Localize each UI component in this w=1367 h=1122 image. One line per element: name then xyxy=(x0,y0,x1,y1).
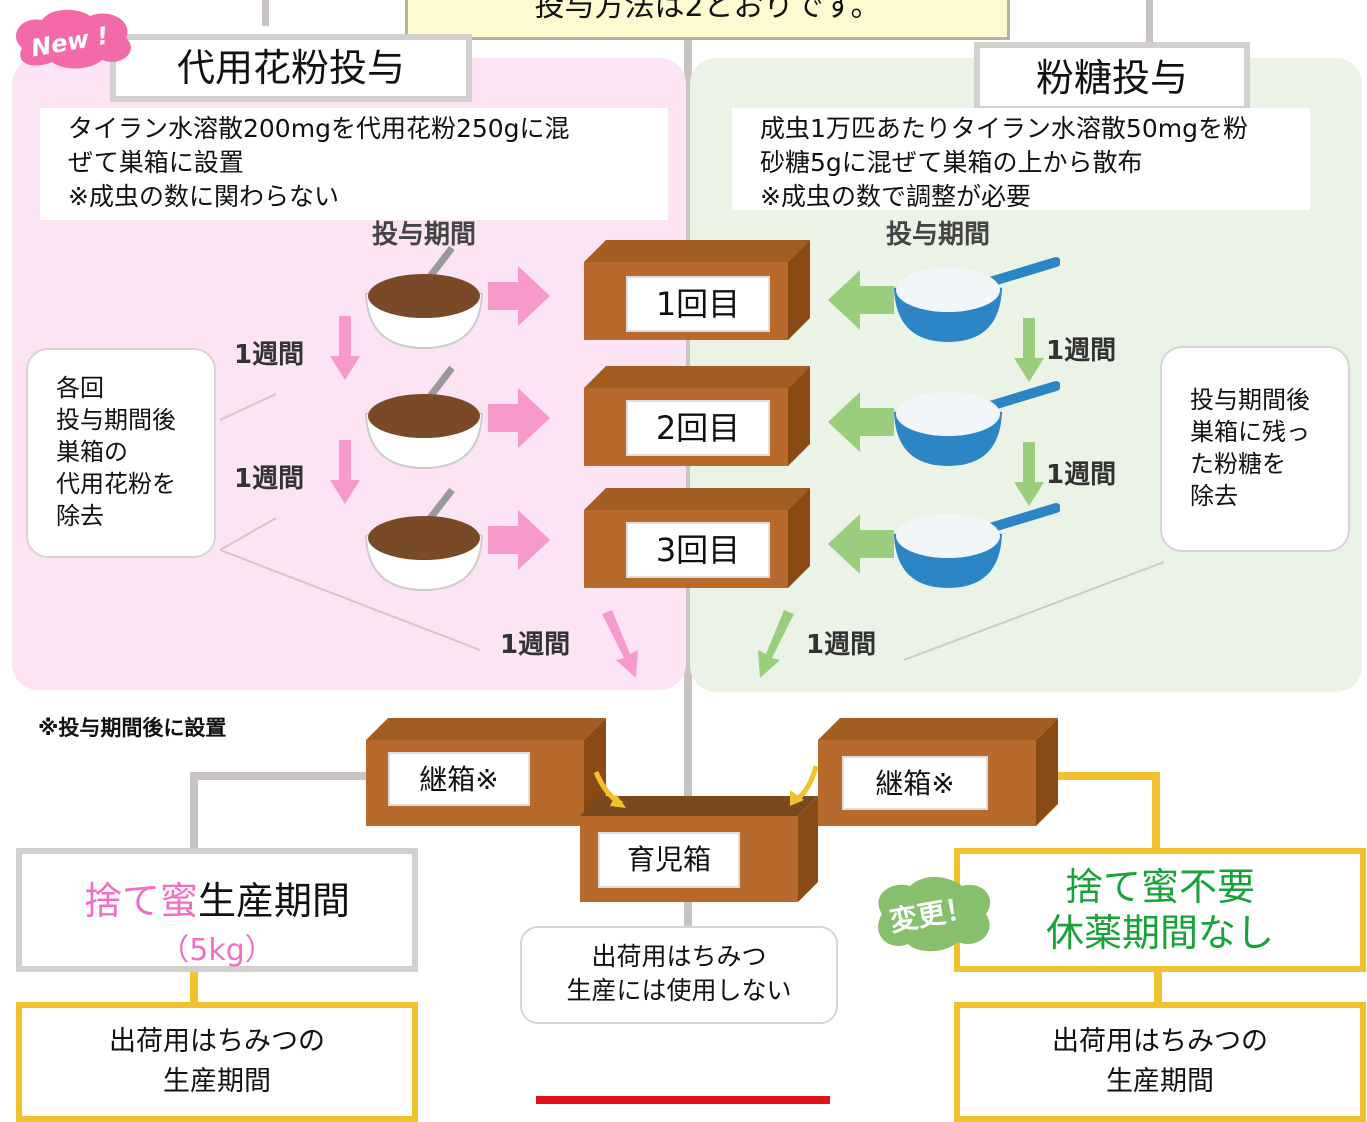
left-week-label: 1週間 xyxy=(500,630,571,660)
footnote: ※投与期間後に設置 xyxy=(38,716,227,740)
pink-arrow-diagonal-icon xyxy=(602,610,638,678)
yellow-arrow-icon xyxy=(790,765,819,806)
right-side-note: 投与期間後 巣箱に残っ た粉糖を 除去 xyxy=(1160,346,1350,552)
left-week-label: 1週間 xyxy=(234,464,305,494)
hive-label-1: 1回目 xyxy=(626,276,770,332)
right-week-label: 1週間 xyxy=(1046,460,1117,490)
pink-arrow-right-icon xyxy=(488,266,550,326)
right-description-line: 砂糖5gに混ぜて巣箱の上から散布 xyxy=(760,148,1143,177)
center-connector-line xyxy=(684,40,692,930)
left-period-label: 投与期間 xyxy=(372,220,477,250)
green-arrow-left-icon xyxy=(828,270,894,330)
left-honey-period-line: 生産期間 xyxy=(163,1066,271,1097)
pollen-bowl-icon xyxy=(364,365,484,470)
connector-line xyxy=(190,772,386,866)
left-honey-period-line: 出荷用はちみつの xyxy=(109,1026,325,1057)
no-withdrawal-line: 捨て蜜不要 xyxy=(1064,865,1255,909)
discard-honey-amount: （5kg） xyxy=(159,933,275,968)
right-description: 成虫1万匹あたりタイラン水溶散50mgを粉 砂糖5gに混ぜて巣箱の上から散布 ※… xyxy=(732,108,1310,211)
connector-line xyxy=(1146,0,1153,42)
left-description-line: ※成虫の数に関わらない xyxy=(68,182,339,211)
right-side-note-line: た粉糖を xyxy=(1190,450,1286,478)
pink-arrow-down-icon xyxy=(330,440,360,504)
left-side-note: 各回 投与期間後 巣箱の 代用花粉を 除去 xyxy=(26,348,216,558)
no-withdrawal-line: 休薬期間なし xyxy=(1045,911,1274,955)
brood-box-label: 育児箱 xyxy=(598,832,740,888)
left-super-label: 継箱※ xyxy=(388,752,530,806)
no-withdrawal-box: 変更！ 捨て蜜不要 休薬期間なし xyxy=(954,848,1366,972)
center-note: 出荷用はちみつ 生産には使用しない xyxy=(520,926,838,1024)
pollen-bowl-icon xyxy=(364,245,484,350)
connector-line xyxy=(262,0,269,26)
right-side-note-line: 除去 xyxy=(1190,482,1238,510)
green-arrow-left-icon xyxy=(828,392,894,452)
connector-line xyxy=(1154,972,1162,1006)
pink-arrow-down-icon xyxy=(330,316,360,380)
right-side-note-line: 投与期間後 xyxy=(1190,386,1310,414)
top-banner: 投与方法は2とおりです。 xyxy=(405,0,1010,40)
callout-line xyxy=(903,561,1165,661)
left-side-note-line: 各回 xyxy=(56,374,104,402)
left-honey-period-box: 出荷用はちみつの 生産期間 xyxy=(16,1002,418,1122)
right-side-note-line: 巣箱に残っ xyxy=(1190,418,1310,446)
discard-honey-period-box: 捨て蜜生産期間 （5kg） xyxy=(16,848,418,972)
sugar-scoop-icon xyxy=(894,257,1060,342)
left-side-note-line: 巣箱の xyxy=(56,438,128,466)
right-week-label: 1週間 xyxy=(806,630,877,660)
pink-arrow-right-icon xyxy=(488,510,550,570)
left-description-line: ぜて巣箱に設置 xyxy=(68,148,244,177)
sugar-scoop-icon xyxy=(894,381,1060,466)
right-honey-period-line: 出荷用はちみつの xyxy=(1052,1026,1268,1057)
right-period-label: 投与期間 xyxy=(886,220,991,250)
left-description: タイラン水溶散200mgを代用花粉250gに混 ぜて巣箱に設置 ※成虫の数に関わ… xyxy=(40,108,668,220)
green-arrow-diagonal-icon xyxy=(758,610,794,678)
left-title: 代用花粉投与 xyxy=(110,34,472,102)
hive-label-2: 2回目 xyxy=(626,400,770,456)
red-bar xyxy=(536,1096,830,1104)
left-side-note-line: 投与期間後 xyxy=(56,406,176,434)
discard-honey-period-title: 捨て蜜生産期間 xyxy=(83,879,351,923)
green-arrow-down-icon xyxy=(1014,318,1044,382)
right-week-label: 1週間 xyxy=(1046,336,1117,366)
right-description-line: 成虫1万匹あたりタイラン水溶散50mgを粉 xyxy=(760,114,1248,143)
left-description-line: タイラン水溶散200mgを代用花粉250gに混 xyxy=(68,114,570,143)
sugar-scoop-icon xyxy=(894,503,1060,588)
right-honey-period-box: 出荷用はちみつの 生産期間 xyxy=(954,1002,1366,1122)
callout-lines xyxy=(219,393,481,651)
left-side-note-line: 除去 xyxy=(56,502,104,530)
right-honey-period-line: 生産期間 xyxy=(1106,1066,1214,1097)
change-badge: 変更！ xyxy=(878,876,991,952)
pink-arrow-right-icon xyxy=(488,388,550,448)
center-note-line: 生産には使用しない xyxy=(566,976,792,1005)
right-title: 粉糖投与 xyxy=(974,42,1250,112)
pollen-bowl-icon xyxy=(364,487,484,592)
new-badge: New ! xyxy=(15,9,131,69)
green-arrow-left-icon xyxy=(828,514,894,574)
hive-label-3: 3回目 xyxy=(626,522,770,578)
connector-line xyxy=(190,972,198,1002)
yellow-arrow-icon xyxy=(594,771,626,808)
left-side-note-line: 代用花粉を xyxy=(56,470,176,498)
right-description-line: ※成虫の数で調整が必要 xyxy=(760,182,1031,211)
right-super-label: 継箱※ xyxy=(842,756,988,810)
center-note-line: 出荷用はちみつ xyxy=(591,942,767,971)
left-week-label: 1週間 xyxy=(234,340,305,370)
green-arrow-down-icon xyxy=(1014,442,1044,506)
